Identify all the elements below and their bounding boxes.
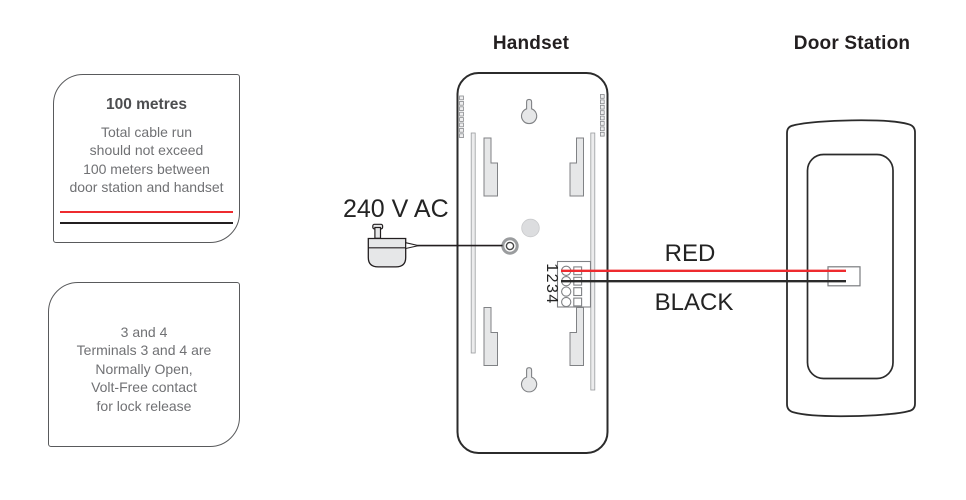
- adapter-tip: [405, 242, 419, 250]
- power-voltage-label: 240 V AC: [343, 195, 449, 223]
- note-cable-line: Total cable run: [100, 124, 193, 140]
- power-adapter: [367, 223, 503, 268]
- handset-title: Handset: [492, 33, 570, 54]
- note-cable-line: door station and handset: [69, 179, 224, 196]
- black-wire-legend-line: [60, 222, 233, 224]
- note-box-terminals: 3 and 4 Terminals 3 and 4 are Normally O…: [48, 282, 240, 447]
- note-terminals-line: for lock release: [96, 397, 192, 414]
- note-terminals-line: 3 and 4: [120, 324, 168, 340]
- mounting-brackets: [483, 137, 584, 366]
- vent-holes-left: [459, 95, 464, 139]
- door-station-unit: [786, 119, 916, 418]
- cable-hole: [521, 218, 540, 238]
- note-cable-line: should not exceed: [89, 142, 204, 159]
- handset-unit: [456, 72, 609, 454]
- note-box-cable-length: 100 metres Total cable run should not ex…: [53, 74, 240, 243]
- vent-holes-right: [600, 94, 605, 137]
- note-terminals-line: Terminals 3 and 4 are: [76, 342, 212, 359]
- note-terminals-line: Volt-Free contact: [91, 379, 197, 396]
- keyhole-mounts: [520, 98, 538, 393]
- terminal-block: [556, 260, 592, 308]
- signal-wires: [561, 269, 846, 283]
- side-rails: [470, 132, 596, 391]
- black-wire-label: BLACK: [654, 289, 734, 316]
- note-terminals-line: Normally Open,: [95, 360, 193, 377]
- red-wire-legend-line: [60, 211, 233, 213]
- red-wire-label: RED: [664, 240, 716, 267]
- keyhole-top: [520, 98, 538, 125]
- door-station-title: Door Station: [793, 33, 911, 54]
- keyhole-bottom: [520, 367, 538, 393]
- note-cable-line: 100 meters between: [83, 160, 210, 177]
- adapter-prong: [374, 226, 382, 239]
- power-jack: [501, 237, 519, 255]
- terminal-numbers-label: 1234: [543, 263, 560, 305]
- note-cable-title: 100 metres: [105, 96, 187, 113]
- adapter-body: [367, 237, 407, 268]
